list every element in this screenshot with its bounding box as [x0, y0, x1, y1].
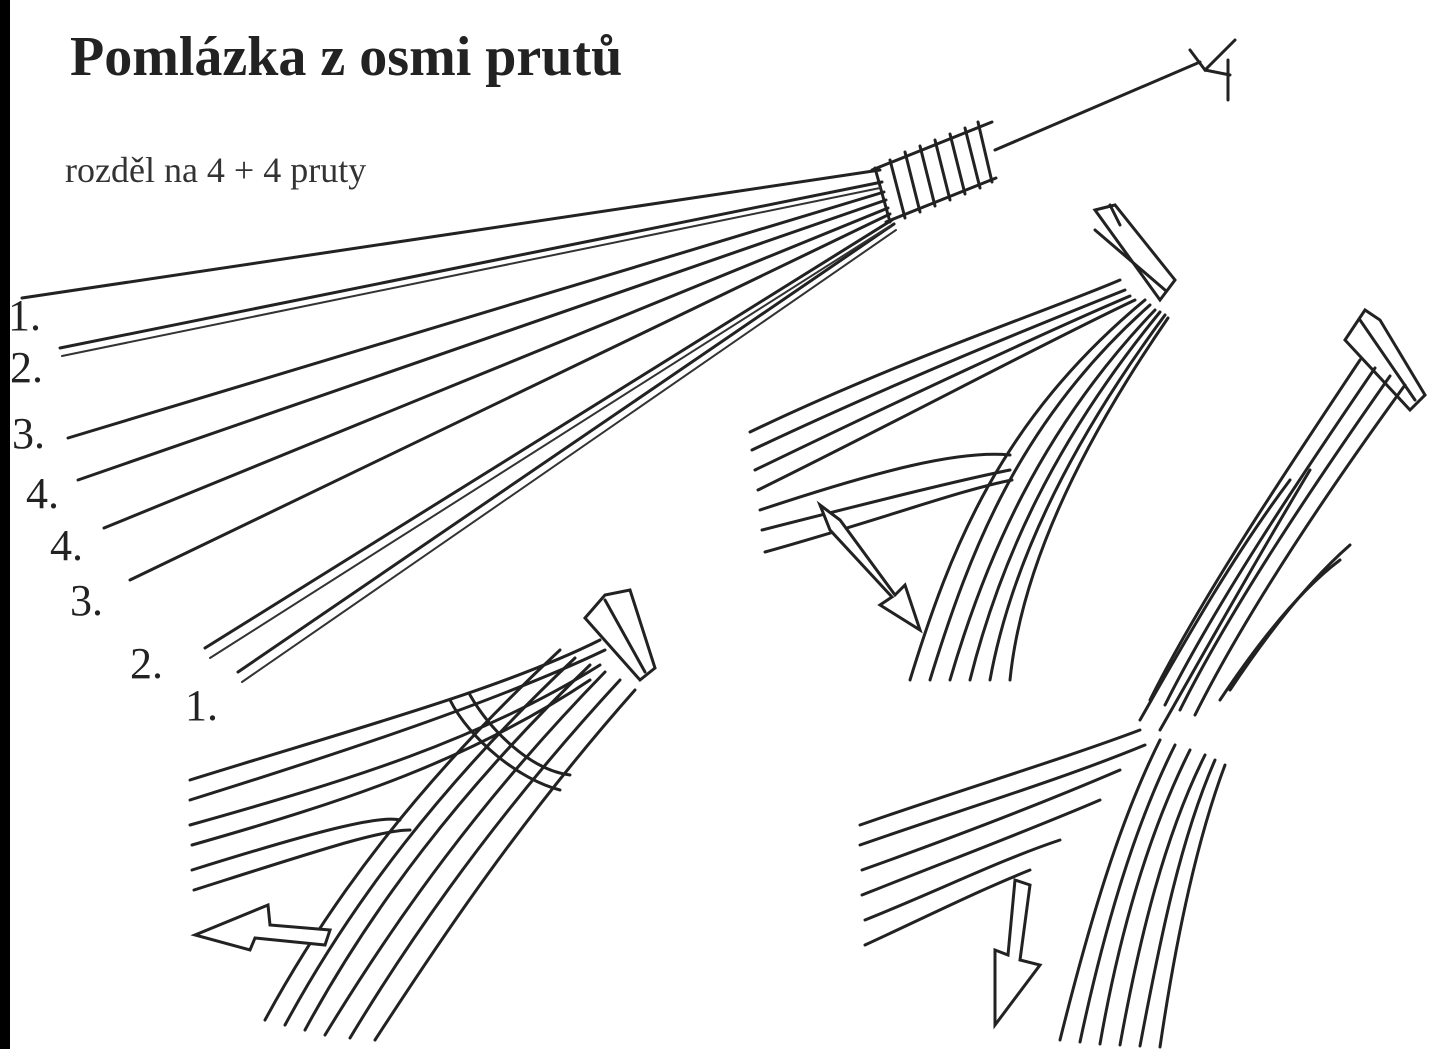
- rod-label-2-bottom: 2.: [130, 639, 163, 688]
- rod-label-3-bottom: 3.: [70, 576, 103, 625]
- arrow-left-icon: [195, 905, 330, 950]
- arrow-down-icon: [995, 880, 1040, 1025]
- rod-label-2-top: 2.: [10, 343, 43, 392]
- rod-label-3-top: 3.: [12, 409, 45, 458]
- diagram-title: Pomlázka z osmi prutů: [70, 26, 622, 88]
- diagram-subtitle: rozděl na 4 + 4 pruty: [65, 150, 366, 190]
- rod-label-4-bottom: 4.: [50, 521, 83, 570]
- stage-4-braid: [860, 310, 1425, 1047]
- handle-tip: [1190, 40, 1235, 100]
- rod-label-1-bottom: 1.: [185, 681, 218, 730]
- stage-2-braid: [750, 205, 1175, 680]
- stage-1-fan: [22, 40, 1235, 682]
- binding-wrap: [872, 122, 996, 222]
- rod-label-4-top: 4.: [26, 469, 59, 518]
- arrow-down-icon: [820, 505, 920, 630]
